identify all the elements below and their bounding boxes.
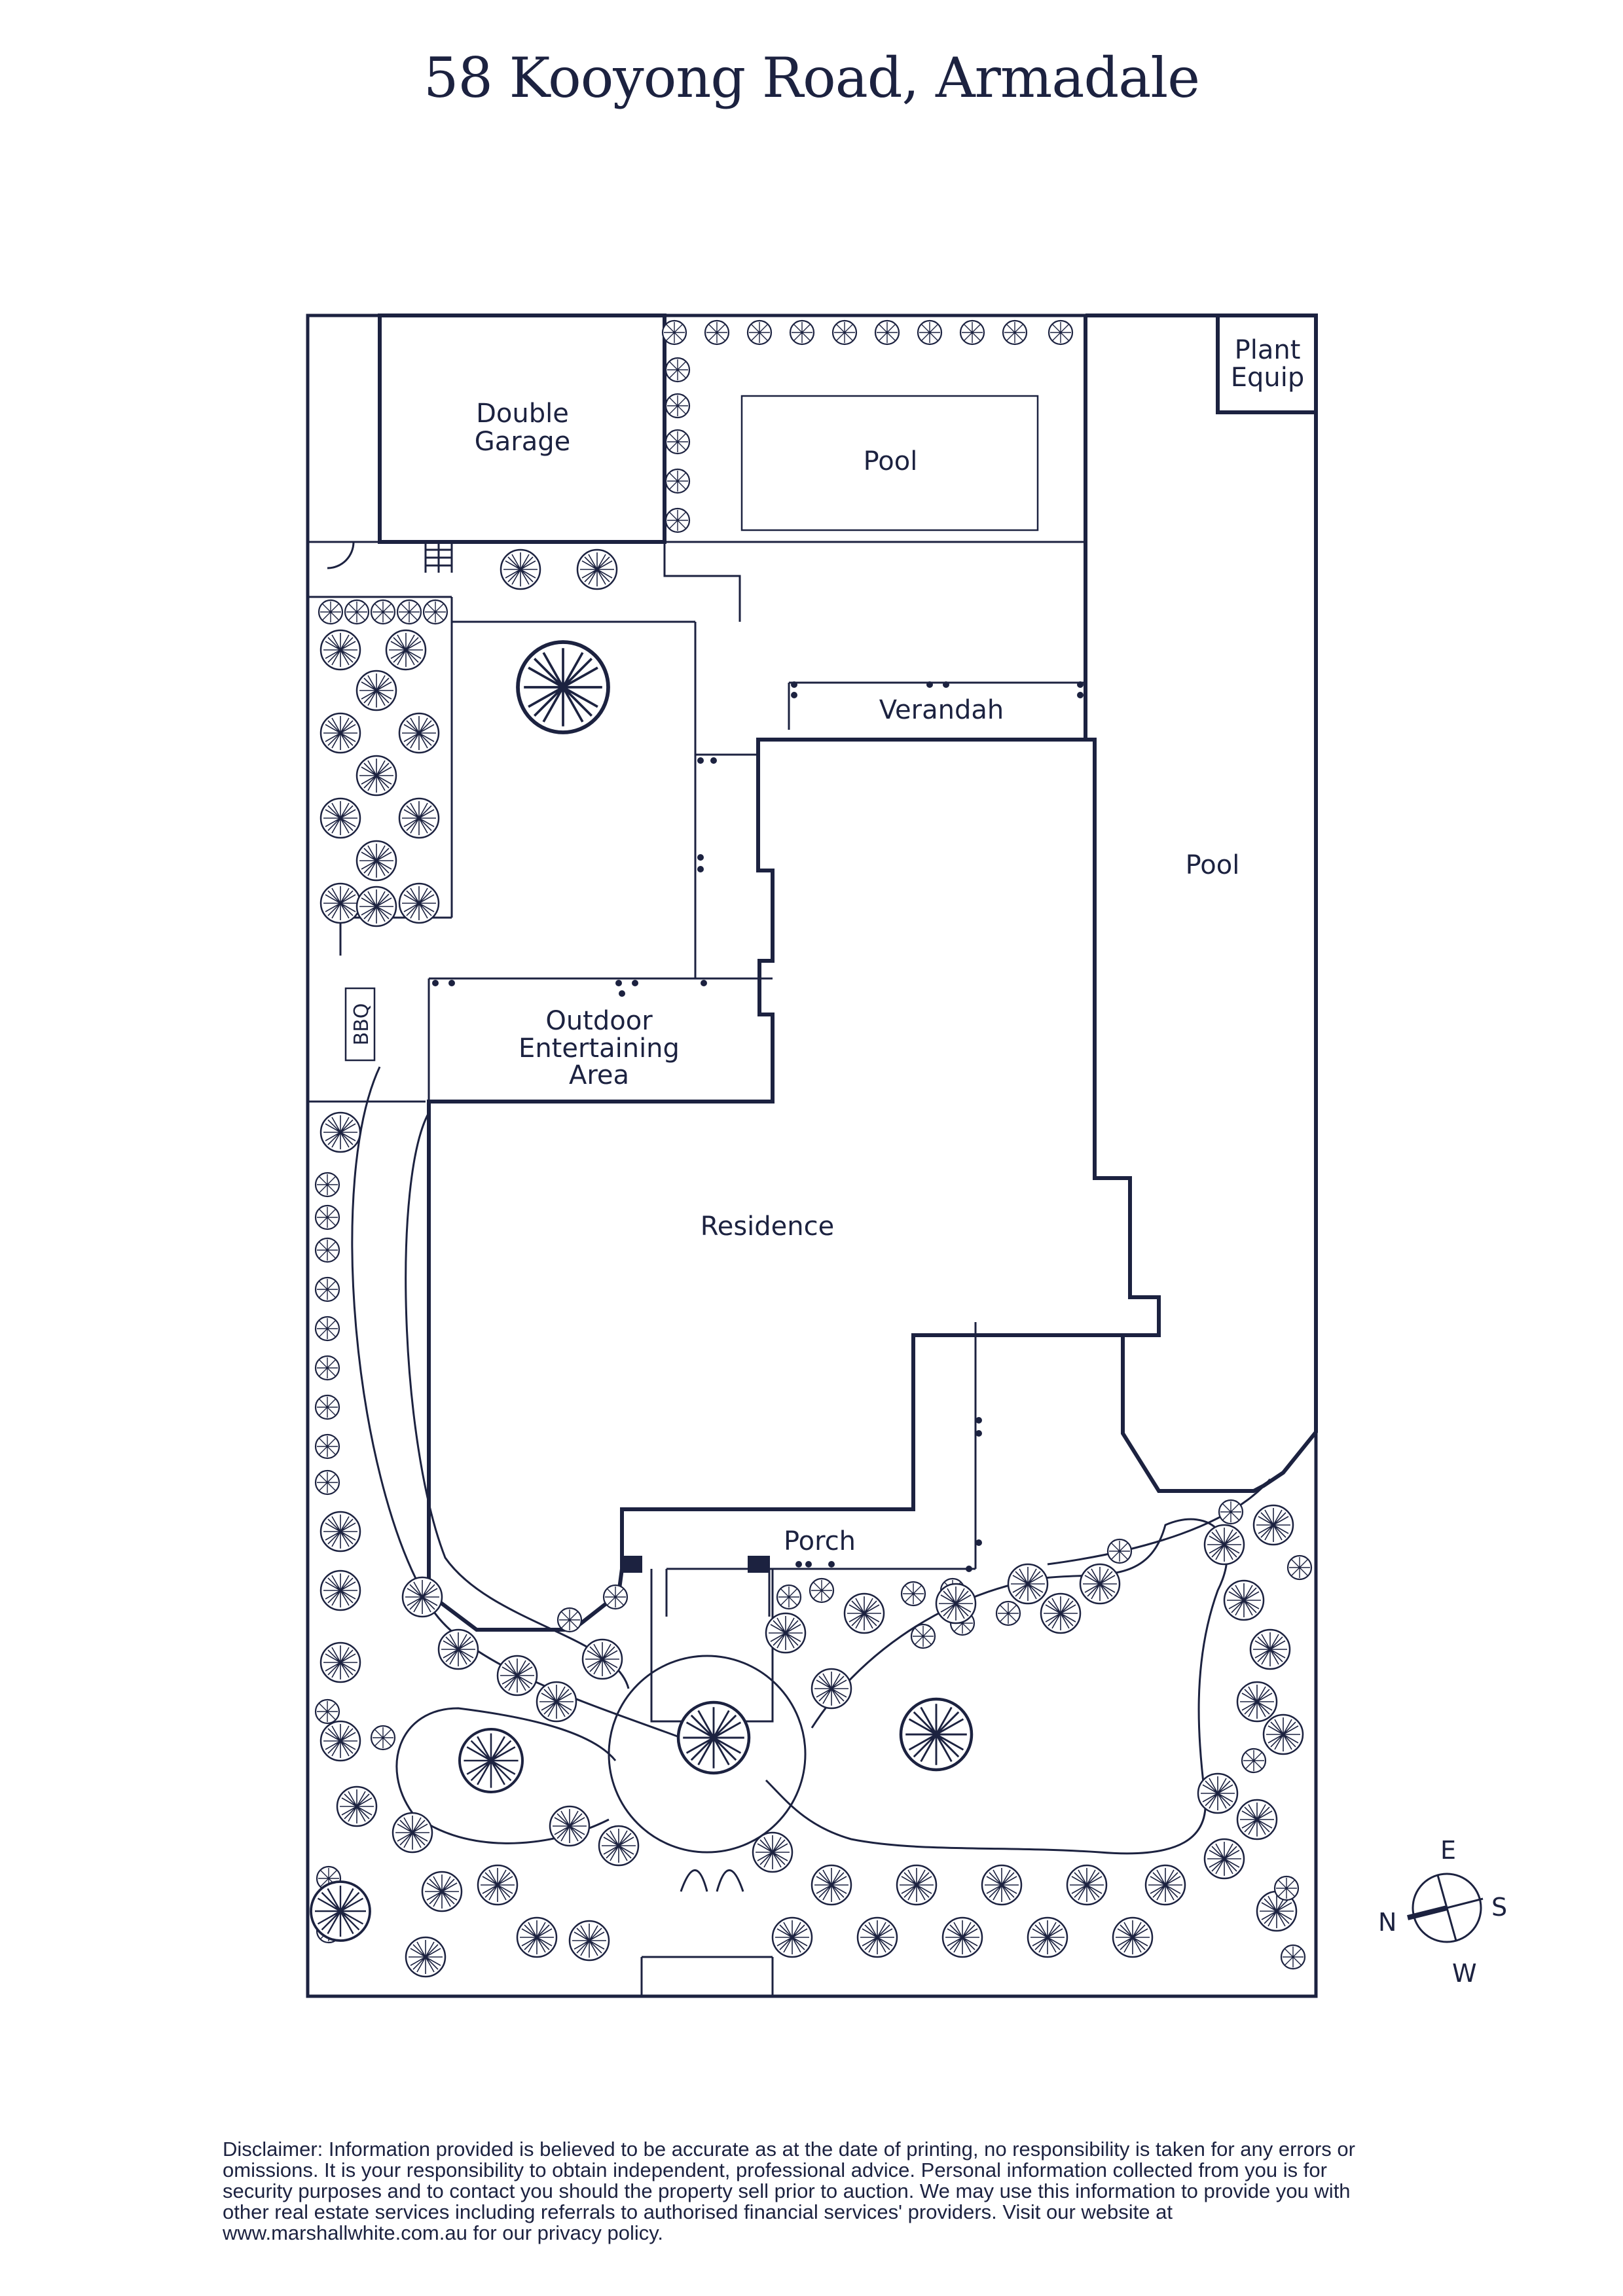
label-outdoor-3: Area: [569, 1060, 629, 1090]
label-residence: Residence: [701, 1211, 835, 1242]
page-title: 58 Kooyong Road, Armadale: [424, 46, 1200, 110]
disclaimer-text: Disclaimer: Information provided is beli…: [223, 2138, 1355, 2244]
compass-north: N: [1378, 1908, 1396, 1937]
bbq-unit: [344, 987, 376, 1062]
label-plant-equip-1: Plant: [1235, 335, 1301, 365]
post-markers: [432, 681, 1084, 1572]
label-double-garage-2: Garage: [475, 427, 570, 457]
label-plant-equip-2: Equip: [1231, 363, 1305, 393]
room-labels: Double Garage Pool Plant Equip Verandah …: [350, 335, 1304, 1556]
label-pool-small: Pool: [864, 446, 918, 476]
site-boundary: [306, 314, 1318, 1998]
label-porch: Porch: [784, 1526, 856, 1556]
label-double-garage-1: Double: [476, 399, 569, 429]
site-linework: [308, 541, 1271, 1996]
compass-south: S: [1491, 1893, 1507, 1922]
compass-ring: [1412, 1873, 1482, 1943]
building-walls: [378, 314, 1318, 1632]
label-verandah: Verandah: [879, 695, 1004, 725]
pool-small: [740, 395, 1039, 531]
label-outdoor-2: Entertaining: [519, 1033, 680, 1064]
compass-needle-ns: [1407, 1905, 1448, 1920]
compass-east: E: [1440, 1836, 1456, 1865]
compass-rose: E S W N: [1378, 1836, 1507, 1988]
label-outdoor-1: Outdoor: [545, 1006, 653, 1036]
landscaping-trees: [310, 319, 1313, 1978]
label-pool-large: Pool: [1186, 850, 1240, 880]
compass-west: W: [1452, 1959, 1477, 1988]
label-bbq: BBQ: [350, 1003, 373, 1046]
